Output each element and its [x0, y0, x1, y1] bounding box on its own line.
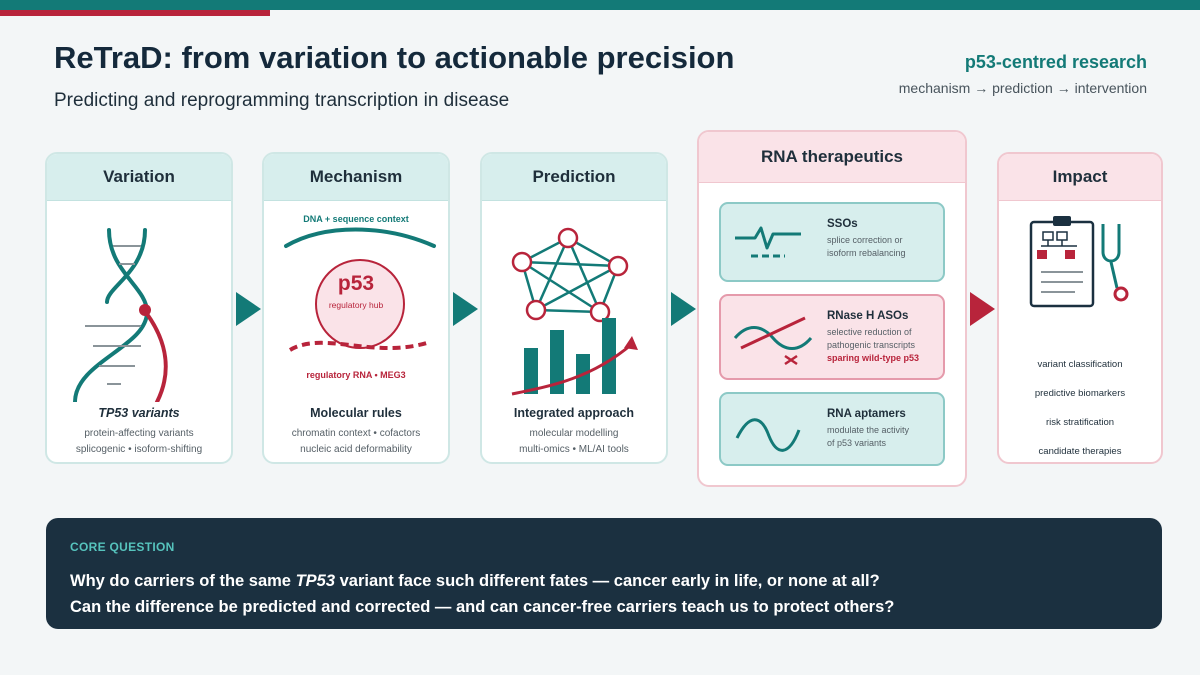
impact-item: variant classification: [1037, 359, 1123, 370]
splice-correction-icon: [733, 218, 803, 268]
rna-item-ssos-line-2: isoform rebalancing: [827, 248, 906, 258]
rna-item-aptamers-title: RNA aptamers: [827, 408, 906, 420]
card-mechanism: Mechanism DNA + sequence context p53 reg…: [262, 152, 450, 464]
card-variation-label: Variation: [47, 154, 231, 201]
core-question-text: Why do carriers of the same TP53 variant…: [70, 568, 894, 620]
card-variation-title: TP53 variants: [98, 406, 180, 420]
dna-context-label: DNA + sequence context: [303, 214, 409, 224]
impact-item: predictive biomarkers: [1034, 388, 1126, 399]
top-accent-bar: [0, 0, 1200, 10]
core-question-line-1: Why do carriers of the same TP53 variant…: [70, 572, 880, 590]
rna-item-asos-highlight: sparing wild-type p53: [827, 353, 920, 363]
card-impact: Impact variant classification predictive…: [997, 152, 1163, 464]
rna-item-asos-title: RNase H ASOs: [827, 310, 909, 322]
transcript-cleavage-icon: [733, 310, 813, 366]
rna-item-ssos-title: SSOs: [827, 218, 858, 230]
flow-arrow-2: [453, 292, 478, 326]
research-tagline: mechanism → prediction → intervention: [898, 80, 1147, 96]
card-variation-line-1: protein-affecting variants: [84, 428, 194, 439]
rna-item-ssos: SSOs splice correction or isoform rebala…: [719, 202, 945, 282]
card-mechanism-line-1: chromatin context • cofactors: [291, 428, 421, 439]
top-accent-red-bar: [0, 10, 270, 16]
impact-item: candidate therapies: [1038, 446, 1122, 457]
regulatory-rna-label: regulatory RNA • MEG3: [306, 370, 406, 380]
clipboard-stethoscope-icon: [999, 202, 1161, 317]
card-rna-label: RNA therapeutics: [699, 132, 965, 183]
p53-hub-subtitle: regulatory hub: [328, 300, 384, 310]
flow-arrow-3: [671, 292, 696, 326]
rna-item-aptamers-line-2: of p53 variants: [827, 438, 887, 448]
impact-item: risk stratification: [1045, 417, 1115, 428]
card-prediction-title: Integrated approach: [513, 406, 635, 420]
network-chart-icon: [482, 202, 666, 412]
p53-hub-title: p53: [337, 272, 375, 295]
card-mechanism-line-2: nucleic acid deformability: [300, 444, 412, 455]
page-subtitle: Predicting and reprogramming transcripti…: [54, 90, 510, 111]
card-prediction-line-1: molecular modelling: [529, 428, 619, 439]
card-mechanism-title: Molecular rules: [310, 406, 402, 420]
card-prediction-label: Prediction: [482, 154, 666, 201]
rna-item-asos-line-2: pathogenic transcripts: [827, 340, 916, 350]
research-tag: p53-centred research: [964, 52, 1147, 72]
core-question-panel: CORE QUESTION Why do carriers of the sam…: [46, 518, 1162, 629]
rna-item-rnase-h-asos: RNase H ASOs selective reduction of path…: [719, 294, 945, 380]
p53-hub-diagram: [264, 202, 448, 407]
rna-item-ssos-line-1: splice correction or: [827, 235, 903, 245]
card-variation-line-2: splicogenic • isoform-shifting: [75, 444, 203, 455]
flow-arrow-4: [970, 292, 995, 326]
card-prediction: Prediction: [480, 152, 668, 464]
rna-item-aptamers: RNA aptamers modulate the activity of p5…: [719, 392, 945, 466]
card-mechanism-label: Mechanism: [264, 154, 448, 201]
core-question-line-2: Can the difference be predicted and corr…: [70, 598, 895, 616]
rna-item-aptamers-line-1: modulate the activity: [827, 425, 910, 435]
flow-arrow-1: [236, 292, 261, 326]
dna-helix-icon: [47, 202, 231, 407]
card-impact-label: Impact: [999, 154, 1161, 201]
core-question-label: CORE QUESTION: [70, 540, 175, 554]
rna-item-asos-line-1: selective reduction of: [827, 327, 912, 337]
aptamer-wave-icon: [733, 408, 803, 458]
card-rna-therapeutics: RNA therapeutics SSOs splice correction …: [697, 130, 967, 487]
card-prediction-line-2: multi-omics • ML/AI tools: [519, 444, 629, 455]
page-title: ReTraD: from variation to actionable pre…: [54, 40, 735, 75]
card-variation: Variation TP53 variants protein-affectin…: [45, 152, 233, 464]
